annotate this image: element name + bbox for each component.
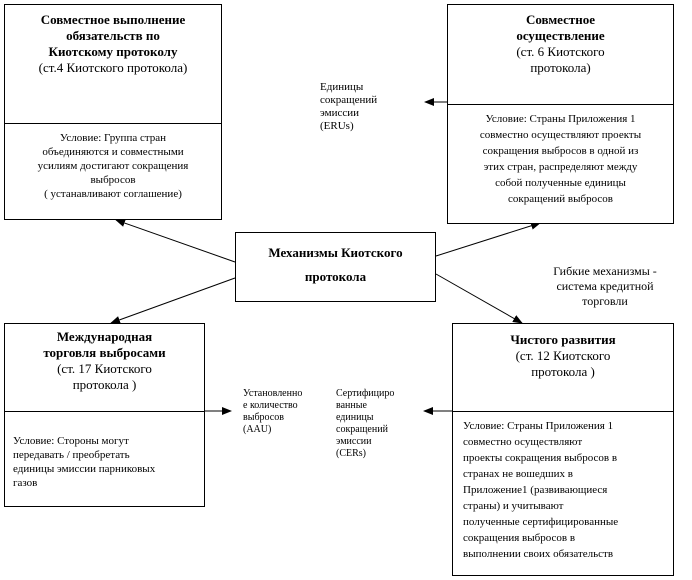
- joint-fulfillment-condition-line: усилиям достигают сокращения: [37, 160, 189, 172]
- joint-implementation-title-line: Совместное: [525, 12, 596, 27]
- emissions-trading-ref-line: протокола ): [72, 377, 137, 392]
- emissions-trading-title-line: Международная: [56, 329, 153, 344]
- arrow-to-joint-implementation: [435, 221, 541, 257]
- clean-development-divider: [453, 411, 673, 412]
- flexible-mechanisms-line: торговли: [582, 294, 628, 308]
- joint-fulfillment-box: Совместное выполнение обязательств по Ки…: [4, 4, 222, 220]
- emissions-trading-ref-line: (ст. 17 Киотского: [57, 361, 152, 376]
- cer-label-line: (CERs): [336, 448, 366, 459]
- emissions-trading-condition-line: Условие: Стороны могут: [13, 435, 129, 447]
- clean-development-condition-line: проекты сокращения выбросов в: [463, 452, 618, 464]
- clean-development-condition-line: Условие: Страны Приложения 1: [463, 420, 614, 432]
- clean-development-title: Чистого развития: [510, 332, 616, 347]
- center-title-line: Механизмы Киотского: [268, 245, 403, 260]
- joint-fulfillment-title-line: обязательств по: [66, 28, 160, 43]
- joint-fulfillment-condition-line: выбросов: [90, 174, 136, 186]
- aau-label-line: е количество: [243, 400, 298, 411]
- eru-label-line: (ERUs): [320, 120, 354, 132]
- joint-implementation-condition-line: этих стран, распределяют между: [483, 161, 638, 173]
- clean-development-ref-line: (ст. 12 Киотского: [515, 348, 611, 363]
- joint-implementation-ref-line: протокола): [530, 60, 591, 75]
- clean-development-condition-line: страны) и учитывают: [463, 500, 564, 512]
- joint-implementation-divider: [448, 104, 673, 105]
- clean-development-box: Чистого развития (ст. 12 Киотского прото…: [452, 323, 674, 576]
- clean-development-condition-line: странах не вошедших в: [463, 468, 573, 480]
- cer-label-line: Сертифициро: [336, 388, 395, 399]
- flexible-mechanisms-line: система кредитной: [556, 279, 654, 293]
- emissions-trading-box: Международная торговля выбросами (ст. 17…: [4, 323, 205, 507]
- arrow-to-clean-development: [435, 273, 523, 324]
- aau-label-line: выбросов: [243, 412, 284, 423]
- emissions-trading-condition-line: газов: [13, 477, 38, 489]
- cer-label-line: сокращений: [336, 424, 388, 435]
- eru-label-line: Единицы: [320, 81, 364, 93]
- cer-label-line: эмиссии: [336, 436, 372, 447]
- joint-implementation-condition-line: сокращения выбросов в одной из: [482, 145, 639, 157]
- joint-fulfillment-divider: [5, 123, 221, 124]
- clean-development-ref-line: протокола ): [531, 364, 595, 379]
- aau-label-line: Установленно: [243, 388, 303, 399]
- clean-development-condition-line: выполнении своих обязательств: [463, 548, 614, 560]
- center-box: Механизмы Киотского протокола: [235, 232, 436, 302]
- clean-development-condition-line: сокращения выбросов в: [463, 532, 576, 544]
- flexible-mechanisms-label: Гибкие механизмы - система кредитной тор…: [530, 264, 680, 309]
- arrow-to-emissions-trading: [110, 277, 236, 324]
- joint-implementation-condition-line: совместно осуществляют проекты: [479, 129, 642, 141]
- eru-label: Единицы сокращений эмиссии (ERUs): [320, 81, 377, 133]
- emissions-trading-condition-line: единицы эмиссии парниковых: [13, 463, 156, 475]
- arrow-to-joint-fulfillment: [115, 219, 236, 263]
- eru-label-line: сокращений: [320, 94, 378, 106]
- eru-label-line: эмиссии: [320, 107, 360, 119]
- aau-label-line: (AAU): [243, 424, 272, 435]
- clean-development-condition-line: полученные сертифицированные: [463, 516, 619, 528]
- emissions-trading-divider: [5, 411, 204, 412]
- joint-implementation-box: Совместное осуществление (ст. 6 Киотског…: [447, 4, 674, 224]
- aau-label: Установленно е количество выбросов (AAU): [243, 388, 302, 436]
- cer-label-line: единицы: [336, 412, 374, 423]
- center-title-line: протокола: [304, 269, 367, 284]
- joint-implementation-ref-line: (ст. 6 Киотского: [516, 44, 605, 59]
- joint-implementation-condition-line: Условие: Страны Приложения 1: [485, 113, 636, 125]
- joint-implementation-title-line: осуществление: [516, 28, 605, 43]
- joint-fulfillment-condition-line: Условие: Группа стран: [59, 132, 167, 144]
- joint-implementation-condition-line: собой полученные единицы: [495, 177, 626, 189]
- joint-fulfillment-ref: (ст.4 Киотского протокола): [38, 60, 188, 75]
- clean-development-condition-line: совместно осуществляют: [463, 436, 583, 448]
- clean-development-condition-line: Приложение1 (развивающиеся: [463, 484, 608, 496]
- flexible-mechanisms-line: Гибкие механизмы -: [553, 264, 657, 278]
- joint-fulfillment-condition-line: ( устанавливают соглашение): [44, 188, 182, 200]
- cer-label: Сертифициро ванные единицы сокращений эм…: [336, 388, 394, 460]
- joint-fulfillment-condition-line: объединяются и совместными: [42, 146, 184, 158]
- cer-label-line: ванные: [336, 400, 367, 411]
- joint-implementation-condition-line: сокращений выбросов: [508, 193, 613, 205]
- joint-fulfillment-title-line: Совместное выполнение: [40, 12, 186, 27]
- emissions-trading-condition-line: передавать / преобретать: [13, 449, 130, 461]
- joint-fulfillment-title-line: Киотскому протоколу: [48, 44, 178, 59]
- emissions-trading-title-line: торговля выбросами: [43, 345, 166, 360]
